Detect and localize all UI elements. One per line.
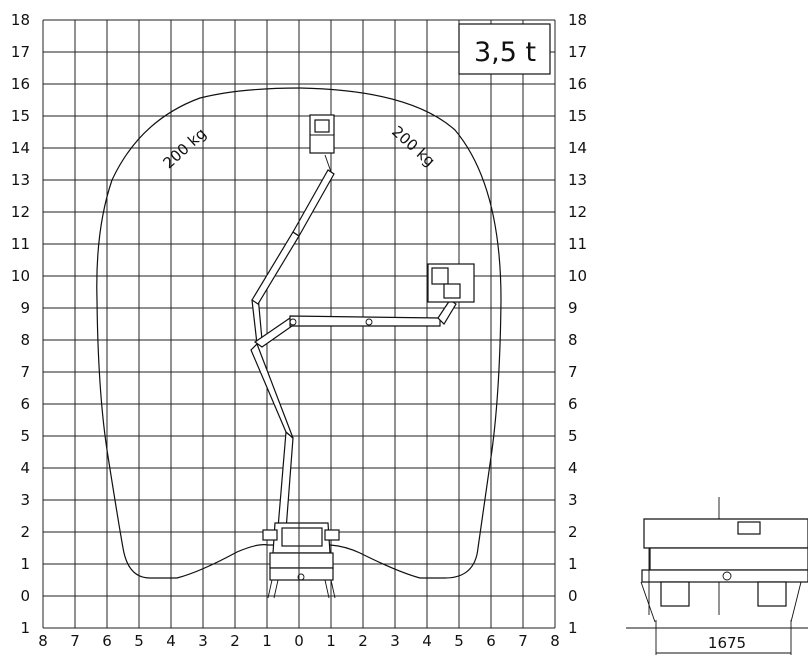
x-tick-label: 3	[198, 632, 208, 650]
y-tick-label-right: 9	[568, 299, 578, 317]
y-tick-label-left: 0	[20, 587, 30, 605]
y-tick-label-right: 18	[568, 11, 587, 29]
y-tick-label-right: 1	[568, 555, 578, 573]
x-tick-label: 2	[358, 632, 368, 650]
y-tick-label-left: 10	[11, 267, 30, 285]
y-tick-label-left: 5	[20, 427, 30, 445]
y-tick-label-right: 5	[568, 427, 578, 445]
y-tick-label-left: 15	[11, 107, 30, 125]
x-tick-label: 4	[166, 632, 176, 650]
y-tick-label-left: 7	[20, 363, 30, 381]
y-tick-label-right: 10	[568, 267, 587, 285]
y-tick-label-left: 8	[20, 331, 30, 349]
x-tick-label: 5	[454, 632, 464, 650]
x-tick-label: 3	[390, 632, 400, 650]
y-tick-label-right: 3	[568, 491, 578, 509]
y-tick-label-right: 17	[568, 43, 587, 61]
y-tick-label-right: 8	[568, 331, 578, 349]
x-tick-label: 0	[294, 632, 304, 650]
y-tick-label-left: 2	[20, 523, 30, 541]
y-tick-label-right: 15	[568, 107, 587, 125]
y-tick-label-right: 4	[568, 459, 578, 477]
y-tick-label-right: 7	[568, 363, 578, 381]
y-tick-label-right: 1	[568, 619, 578, 637]
x-tick-label: 7	[70, 632, 80, 650]
capacity-badge-box	[458, 23, 551, 75]
y-tick-label-left: 13	[11, 171, 30, 189]
y-tick-label-left: 4	[20, 459, 30, 477]
y-tick-label-left: 12	[11, 203, 30, 221]
y-tick-label-right: 16	[568, 75, 587, 93]
boom-raised	[250, 114, 335, 531]
y-tick-label-right: 11	[568, 235, 587, 253]
x-tick-label: 7	[518, 632, 528, 650]
y-tick-label-left: 3	[20, 491, 30, 509]
x-axis-ticks: 8 7 6 5 4 3 2 1 0 1 2 3 4 5 6 7 8	[38, 632, 560, 650]
y-tick-label-left: 18	[11, 11, 30, 29]
x-tick-label: 1	[326, 632, 336, 650]
carrier-vehicle	[262, 522, 340, 599]
working-envelope-outline	[96, 87, 502, 579]
y-tick-label-right: 14	[568, 139, 587, 157]
x-tick-label: 5	[134, 632, 144, 650]
capacity-badge: 3,5 t	[474, 37, 536, 68]
y-tick-label-right: 0	[568, 587, 578, 605]
y-tick-label-left: 6	[20, 395, 30, 413]
y-tick-label-left: 9	[20, 299, 30, 317]
boom-outreach	[253, 263, 475, 348]
x-tick-label: 6	[102, 632, 112, 650]
envelope-label-right: 200 kg	[388, 122, 438, 170]
y-tick-label-left: 11	[11, 235, 30, 253]
y-tick-label-right: 12	[568, 203, 587, 221]
x-tick-label: 8	[38, 632, 48, 650]
y-tick-label-left: 1	[20, 555, 30, 573]
y-tick-label-left: 17	[11, 43, 30, 61]
x-tick-label: 2	[230, 632, 240, 650]
x-tick-label: 6	[486, 632, 496, 650]
y-tick-label-left: 16	[11, 75, 30, 93]
x-tick-label: 1	[262, 632, 272, 650]
y-tick-label-right: 2	[568, 523, 578, 541]
y-tick-label-right: 13	[568, 171, 587, 189]
y-tick-label-left: 1	[20, 619, 30, 637]
rear-width-dimension: 1675	[708, 634, 746, 652]
rear-view-vehicle	[626, 497, 808, 655]
y-tick-label-left: 14	[11, 139, 30, 157]
y-tick-label-right: 6	[568, 395, 578, 413]
x-tick-label: 8	[550, 632, 560, 650]
x-tick-label: 4	[422, 632, 432, 650]
